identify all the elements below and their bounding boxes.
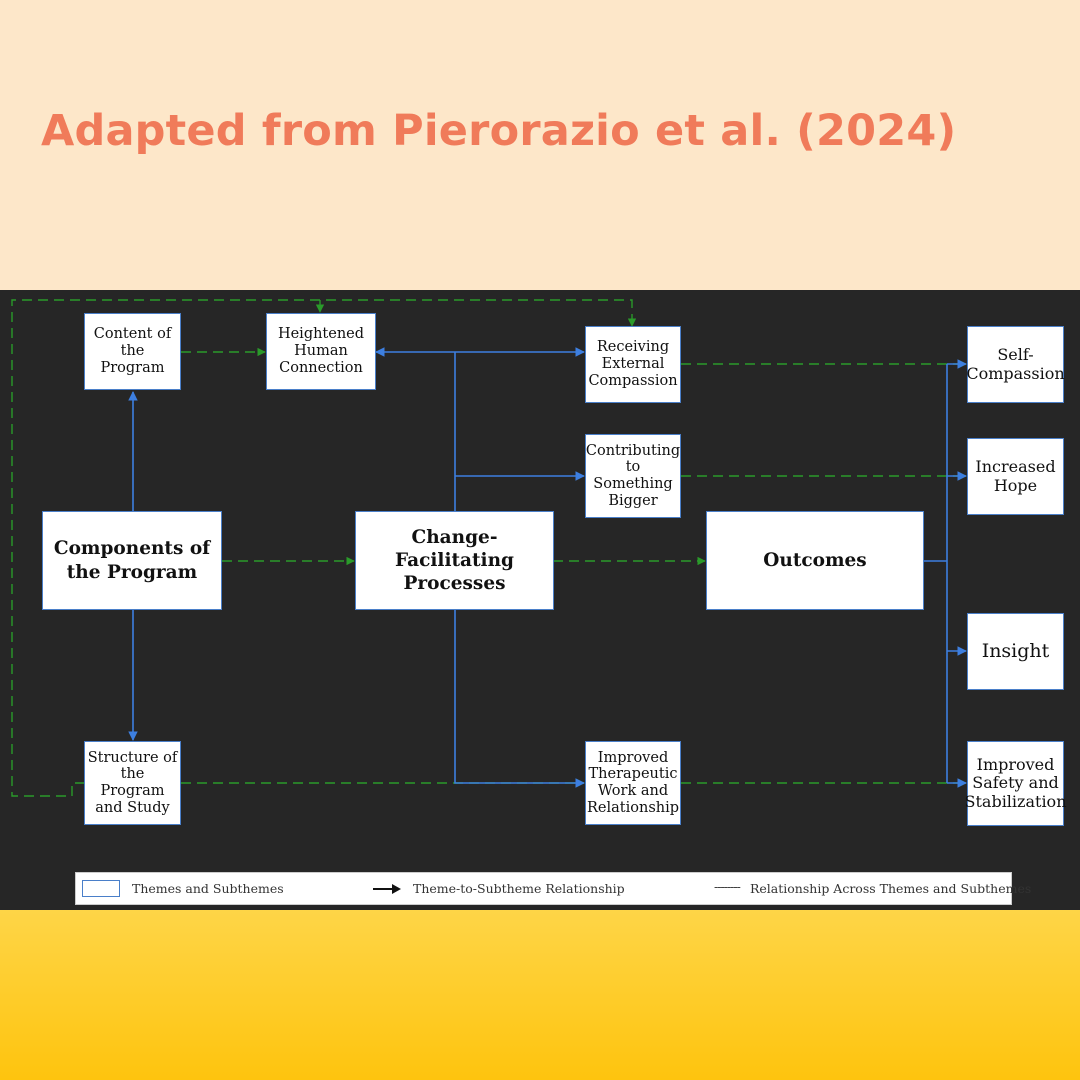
outcome-improved-safety: Improved Safety and Stabilization: [965, 741, 1067, 826]
legend: Themes and Subthemes Theme-to-Subtheme R…: [75, 872, 1031, 905]
outcome-insight: Insight: [967, 613, 1064, 690]
dashed-outer-loop: [11, 299, 637, 797]
solid-connectors: [128, 347, 967, 788]
dashed-connectors: [11, 299, 967, 797]
solid-trunk-down: [454, 610, 585, 788]
header-band: Adapted from Pierorazio et al. (2024): [0, 0, 1080, 290]
subtheme-improved-therapeutic-work: Improved Therapeutic Work and Relationsh…: [585, 741, 681, 825]
footer-band: [0, 910, 1080, 1080]
legend-dash-sample-icon: --------: [714, 879, 741, 894]
theme-components-of-the-program: Components of the Program: [42, 511, 222, 610]
legend-solid-arrow-icon: [373, 884, 401, 894]
theme-outcomes: Outcomes: [706, 511, 924, 610]
subtheme-structure-of-the-program: Structure of the Program and Study: [84, 741, 181, 825]
legend-box-swatch: [82, 880, 120, 897]
subtheme-contributing-to-something-bigger: Contributing to Something Bigger: [585, 434, 681, 518]
subtheme-receiving-external-compassion: Receiving External Compassion: [585, 326, 681, 403]
legend-across-relationship-label: Relationship Across Themes and Subthemes: [750, 881, 1032, 896]
outcome-self-compassion: Self- Compassion: [966, 326, 1065, 403]
subtheme-content-of-the-program: Content of the Program: [84, 313, 181, 390]
diagram-connectors: [11, 299, 967, 797]
legend-theme-relationship-label: Theme-to-Subtheme Relationship: [413, 881, 625, 896]
page-title: Adapted from Pierorazio et al. (2024): [41, 106, 957, 156]
legend-themes-label: Themes and Subthemes: [132, 881, 284, 896]
outcome-increased-hope: Increased Hope: [967, 438, 1064, 515]
theme-change-facilitating-processes: Change-Facilitating Processes: [355, 511, 554, 610]
subtheme-heightened-human-connection: Heightened Human Connection: [266, 313, 376, 390]
